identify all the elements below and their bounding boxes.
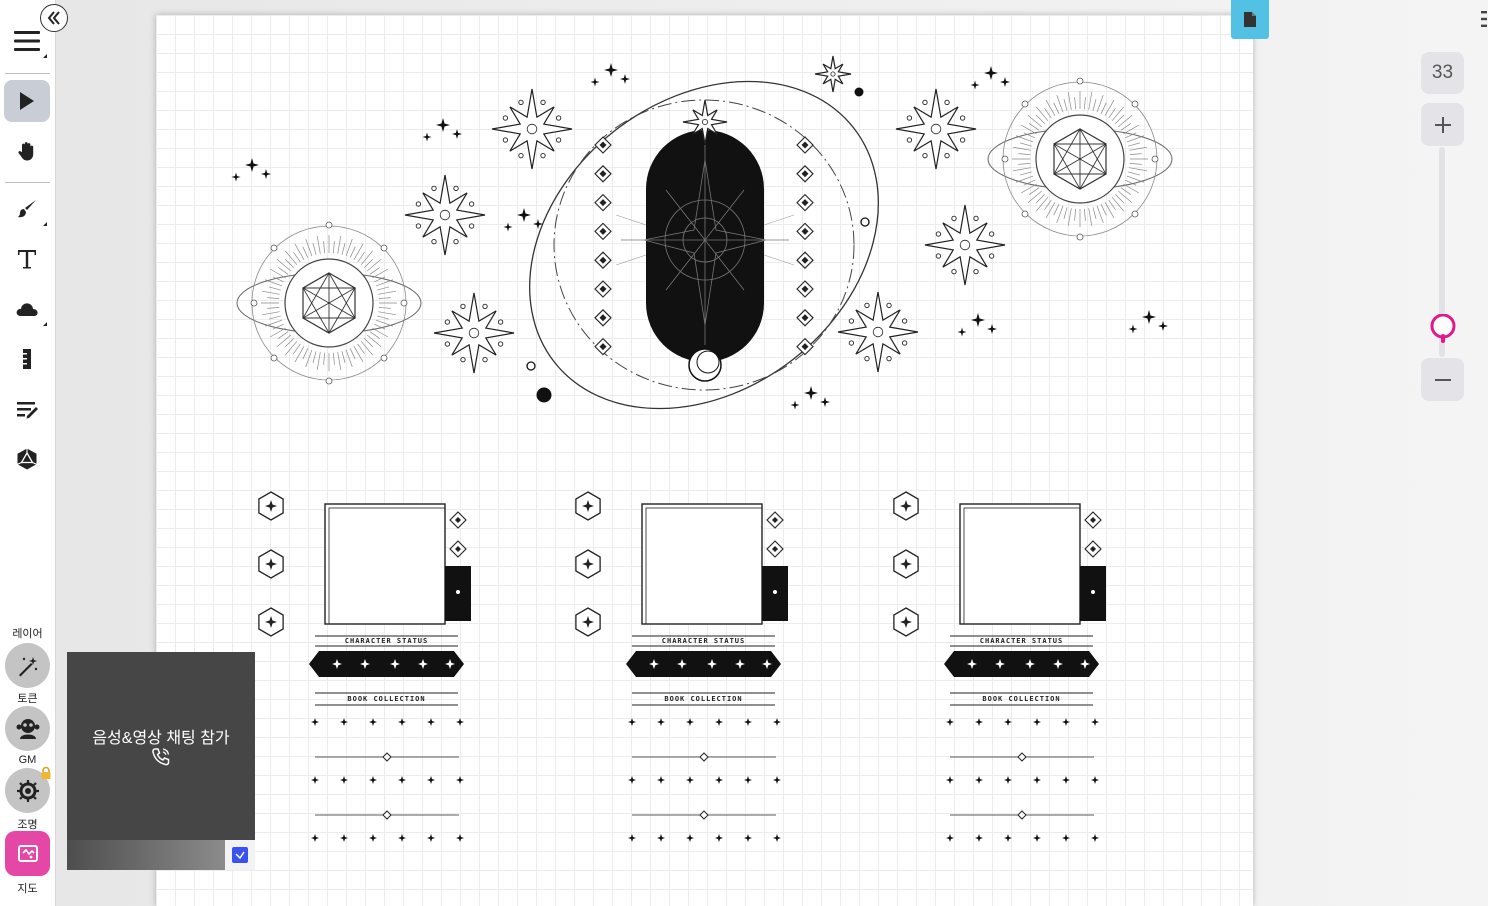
- minus-icon: [1434, 378, 1451, 381]
- gm-layer-label: GM: [18, 754, 37, 766]
- character-card: [258, 491, 471, 842]
- sparkle-decoration: [245, 158, 259, 172]
- sparkle-decoration: [804, 386, 818, 400]
- double-chevron-left-icon: [47, 11, 60, 25]
- sparkle-decoration: [790, 400, 800, 410]
- book-collection-label: BOOK COLLECTION: [664, 695, 743, 703]
- character-card: [575, 491, 788, 842]
- wand-icon: [18, 656, 37, 676]
- hand-icon: [18, 142, 34, 161]
- sparkle-decoration: [261, 169, 271, 179]
- zoom-level-display[interactable]: 33: [1421, 52, 1464, 94]
- zoom-in-button[interactable]: [1421, 103, 1464, 146]
- sparkle-decoration: [517, 208, 531, 222]
- text-tool-button[interactable]: [4, 238, 50, 280]
- d20-icon: [17, 448, 37, 470]
- gm-layer-button[interactable]: [5, 706, 50, 751]
- collapse-toolbar-button[interactable]: [40, 4, 68, 32]
- select-tool-button[interactable]: [4, 80, 50, 122]
- sparkle-decoration: [620, 74, 630, 84]
- sparkle-decoration: [1000, 77, 1010, 87]
- compass-star-decoration: [491, 88, 573, 170]
- voice-chat-toggle[interactable]: [225, 840, 255, 870]
- lighting-layer-label: 조명: [17, 819, 38, 831]
- zoom-slider-track[interactable]: [1439, 147, 1445, 357]
- board-artwork: [231, 55, 1173, 842]
- compass-star-decoration: [404, 174, 486, 256]
- sparkle-decoration: [503, 222, 513, 232]
- token-layer-label: 토큰: [17, 693, 38, 705]
- sparkle-decoration: [971, 313, 985, 327]
- character-card: [893, 491, 1106, 842]
- lighting-layer-button[interactable]: [5, 766, 51, 813]
- sparkle-decoration: [436, 118, 450, 132]
- sparkle-decoration: [422, 132, 432, 142]
- voice-chat-join-label[interactable]: 음성&영상 채팅 참가: [92, 730, 230, 747]
- draw-tool-button[interactable]: [4, 188, 50, 230]
- book-collection-label: BOOK COLLECTION: [347, 695, 426, 703]
- compass-star-decoration: [924, 204, 1006, 286]
- character-status-label: CHARACTER STATUS: [661, 637, 746, 645]
- sparkle-decoration: [984, 66, 998, 80]
- lighting-icon: [16, 779, 39, 802]
- sparkle-decoration: [452, 129, 462, 139]
- token-layer-button[interactable]: [5, 643, 50, 688]
- pointer-icon: [20, 92, 34, 110]
- ruler-icon: [23, 349, 31, 369]
- map-layer-label: 지도: [17, 883, 38, 895]
- book-collection-label: BOOK COLLECTION: [982, 695, 1061, 703]
- measure-tool-button[interactable]: [4, 338, 50, 380]
- sparkle-decoration: [970, 80, 980, 90]
- sparkle-decoration: [604, 63, 618, 77]
- map-board[interactable]: CHARACTER STATUS BOOK COLLECTION CHARACTER…: [156, 15, 1253, 906]
- sparkle-decoration: [957, 327, 967, 337]
- compass-star-decoration: [895, 88, 977, 170]
- brush-icon: [18, 200, 36, 218]
- hamburger-icon: [14, 31, 40, 51]
- sparkle-decoration: [590, 77, 600, 87]
- notes-tool-button[interactable]: [4, 388, 50, 430]
- gm-icon: [16, 718, 39, 739]
- character-status-label: CHARACTER STATUS: [344, 637, 429, 645]
- sparkle-decoration: [231, 172, 241, 182]
- pan-tool-button[interactable]: [4, 130, 50, 172]
- checkmark-icon: [235, 851, 245, 859]
- voice-chat-footer: [67, 840, 225, 870]
- compass-star-decoration: [682, 99, 728, 145]
- plus-icon: [1434, 116, 1451, 133]
- kebab-menu-icon[interactable]: [1479, 8, 1488, 30]
- compass-star-decoration: [837, 291, 919, 373]
- document-icon: [1244, 12, 1256, 27]
- compass-star-decoration: [433, 292, 515, 374]
- layers-heading: 레이어: [12, 628, 43, 640]
- fog-tool-button[interactable]: [4, 288, 50, 330]
- map-icon: [17, 844, 38, 862]
- map-layer-button[interactable]: [5, 831, 50, 876]
- sparkle-decoration: [1142, 310, 1156, 324]
- sparkle-decoration: [533, 219, 543, 229]
- zoom-out-button[interactable]: [1421, 358, 1464, 401]
- character-status-label: CHARACTER STATUS: [979, 637, 1064, 645]
- compass-star-decoration: [814, 55, 852, 93]
- zoom-slider-handle[interactable]: [1430, 313, 1456, 346]
- dice-tool-button[interactable]: [4, 438, 50, 480]
- cloud-icon: [16, 303, 38, 316]
- text-icon: [18, 250, 36, 269]
- voice-chat-panel: 음성&영상 채팅 참가: [67, 652, 255, 870]
- sparkle-decoration: [1128, 324, 1138, 334]
- notes-icon: [17, 402, 38, 419]
- left-toolbar: 레이어 토큰 GM 조명: [0, 0, 56, 906]
- menu-button[interactable]: [4, 20, 50, 62]
- phone-call-icon[interactable]: [150, 746, 172, 768]
- lock-icon: [41, 766, 51, 779]
- sparkle-decoration: [1158, 321, 1168, 331]
- document-button[interactable]: [1231, 0, 1269, 39]
- sparkle-decoration: [820, 397, 830, 407]
- sparkle-decoration: [987, 324, 997, 334]
